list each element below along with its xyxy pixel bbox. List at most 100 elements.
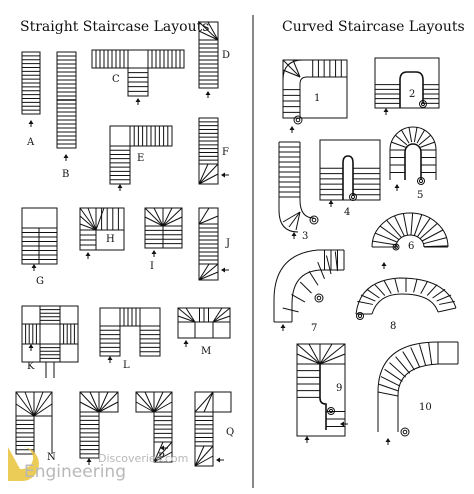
label-M: M bbox=[201, 346, 211, 357]
stair-outline bbox=[139, 307, 161, 327]
stair-path bbox=[342, 155, 354, 200]
label-D: D bbox=[222, 50, 230, 61]
stair-line bbox=[395, 356, 411, 374]
stair-line bbox=[79, 223, 97, 231]
label-G: G bbox=[36, 276, 44, 287]
stair-path bbox=[273, 249, 344, 322]
newel-scroll bbox=[400, 427, 410, 437]
stair-path bbox=[355, 277, 457, 315]
stair-line bbox=[401, 129, 410, 144]
stair-line bbox=[33, 391, 44, 417]
label-6: 6 bbox=[408, 241, 414, 252]
stair-line bbox=[380, 376, 401, 387]
stair-path bbox=[399, 71, 424, 108]
curved-stair-7 bbox=[273, 249, 345, 331]
stair-line bbox=[135, 401, 155, 413]
stair-line bbox=[198, 263, 219, 281]
stair-line bbox=[98, 391, 119, 413]
newel-scroll-inner bbox=[418, 178, 424, 184]
stair-outline bbox=[39, 343, 61, 363]
stair-outline bbox=[59, 323, 79, 345]
stair-line bbox=[366, 288, 380, 299]
stair-M bbox=[177, 307, 231, 347]
stair-line bbox=[308, 343, 321, 365]
stair-line bbox=[326, 255, 332, 275]
stair-outline bbox=[198, 207, 219, 225]
up-arrow bbox=[385, 438, 391, 442]
stair-path bbox=[291, 269, 344, 322]
stair-Q bbox=[194, 391, 232, 467]
newel-scroll bbox=[417, 177, 425, 185]
stair-line bbox=[89, 391, 100, 413]
stair-line bbox=[177, 315, 196, 323]
stair-outline bbox=[79, 411, 100, 459]
curved-stair-6 bbox=[371, 212, 449, 269]
stair-line bbox=[79, 401, 100, 413]
newel-scroll bbox=[314, 293, 324, 303]
stair-line bbox=[185, 307, 196, 323]
stair-N bbox=[15, 391, 53, 455]
newel-scroll bbox=[419, 100, 427, 108]
stair-line bbox=[194, 391, 214, 413]
label-4: 4 bbox=[344, 207, 350, 218]
stair-line bbox=[372, 240, 397, 246]
up-arrow bbox=[107, 356, 113, 360]
curved-layouts-heading: Curved Staircase Layouts bbox=[282, 19, 465, 35]
stair-D bbox=[198, 21, 219, 98]
stair-line bbox=[419, 223, 438, 240]
curved-stair-10 bbox=[377, 341, 459, 445]
stair-I bbox=[144, 207, 183, 257]
stair-line bbox=[296, 343, 321, 365]
label-Q: Q bbox=[226, 427, 234, 438]
stair-line bbox=[144, 391, 155, 413]
stair-outline bbox=[39, 305, 61, 325]
stair-line bbox=[423, 245, 448, 248]
stair-line bbox=[212, 307, 231, 323]
stair-line bbox=[282, 307, 299, 313]
newel-scroll-inner bbox=[328, 408, 334, 414]
stair-line bbox=[33, 403, 53, 417]
newel-scroll bbox=[349, 193, 357, 201]
left-arrow bbox=[160, 445, 164, 451]
up-arrow bbox=[381, 262, 387, 266]
stair-path bbox=[319, 364, 327, 430]
stair-line bbox=[153, 441, 173, 463]
stair-line bbox=[379, 225, 400, 241]
stair-K bbox=[21, 305, 79, 378]
up-arrow bbox=[135, 98, 141, 102]
stair-outline bbox=[21, 323, 41, 345]
stair-line bbox=[408, 127, 413, 143]
stair-line bbox=[319, 353, 346, 365]
stair-line bbox=[194, 455, 214, 467]
stair-P2 bbox=[135, 391, 173, 463]
curved-stair-4 bbox=[319, 139, 381, 207]
stair-path bbox=[296, 364, 346, 437]
newel-scroll-inner bbox=[394, 245, 398, 249]
watermark-line-1: Discoveries.com bbox=[98, 452, 188, 465]
stair-line bbox=[374, 284, 386, 296]
stair-line bbox=[98, 391, 109, 413]
newel-scroll bbox=[327, 407, 335, 415]
newel-scroll-inner bbox=[295, 117, 301, 123]
stair-outline bbox=[109, 145, 131, 185]
left-arrow bbox=[340, 421, 344, 427]
label-10: 10 bbox=[419, 402, 432, 413]
stair-outline bbox=[127, 49, 149, 69]
stair-outline bbox=[296, 343, 346, 365]
stair-line bbox=[162, 207, 183, 227]
stair-line bbox=[395, 134, 408, 146]
stair-path bbox=[377, 341, 458, 432]
stair-line bbox=[153, 441, 164, 463]
stair-path bbox=[395, 234, 425, 248]
watermark: Discoveries.com Engineering bbox=[8, 447, 188, 482]
stair-line bbox=[162, 216, 183, 227]
stair-line bbox=[198, 173, 219, 185]
stair-L bbox=[99, 307, 161, 363]
stair-A bbox=[21, 51, 41, 127]
stair-line bbox=[135, 391, 155, 413]
newel-scroll bbox=[293, 115, 303, 125]
up-arrow bbox=[205, 91, 211, 95]
stair-outline bbox=[139, 325, 161, 357]
up-arrow bbox=[28, 120, 34, 124]
stair-outline bbox=[21, 305, 79, 363]
